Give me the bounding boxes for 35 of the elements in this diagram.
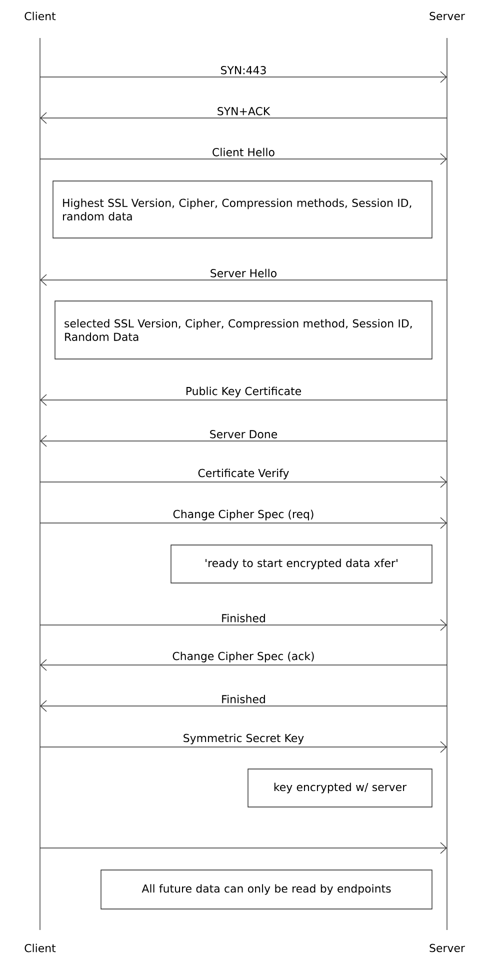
- message-arrow: [40, 112, 448, 124]
- message-label: Finished: [220, 693, 268, 705]
- participant-label: Client: [24, 12, 56, 20]
- message-arrow: [40, 476, 447, 488]
- message-arrow: [40, 741, 447, 753]
- note-box: All future data can only be read by endpoints: [100, 870, 432, 910]
- message-label: SYN:443: [218, 64, 268, 76]
- message-label: Client Hello: [210, 146, 276, 158]
- message-arrow: [40, 517, 447, 529]
- message-label: Symmetric Secret Key: [181, 732, 306, 746]
- participant-label: Server: [430, 12, 465, 20]
- message-label: Server Done: [208, 428, 280, 440]
- message-label: Change Cipher Spec (ack): [170, 650, 316, 664]
- participant-label: Server: [430, 944, 465, 952]
- note-box: 'ready to start encrypted data xfer': [170, 544, 432, 584]
- message-label: SYN+ACK: [215, 106, 272, 117]
- message-label: Change Cipher Spec (req): [171, 508, 316, 522]
- message-label: Finished: [220, 612, 268, 624]
- note-box: key encrypted w/ server: [248, 768, 432, 808]
- message-label: Public Key Certificate: [184, 385, 304, 399]
- message-label: Server Hello: [208, 267, 279, 279]
- note-box: selected SSL Version, Cipher, Compression method, Session ID, Random Data: [54, 300, 432, 360]
- message-arrow: [40, 71, 447, 83]
- message-arrow: [40, 659, 448, 671]
- message-arrow: [40, 619, 447, 631]
- participant-label: Client: [24, 944, 56, 952]
- note-box: Highest SSL Version, Cipher, Compression methods, Session ID, random data: [52, 180, 432, 238]
- message-arrow: [40, 274, 448, 286]
- message-arrow: [40, 153, 447, 165]
- message-label: Certificate Verify: [196, 467, 291, 481]
- lifeline: [446, 38, 448, 930]
- message-arrow: [40, 435, 448, 447]
- message-arrow: [40, 842, 447, 854]
- message-arrow: [40, 394, 448, 406]
- message-arrow: [40, 700, 448, 712]
